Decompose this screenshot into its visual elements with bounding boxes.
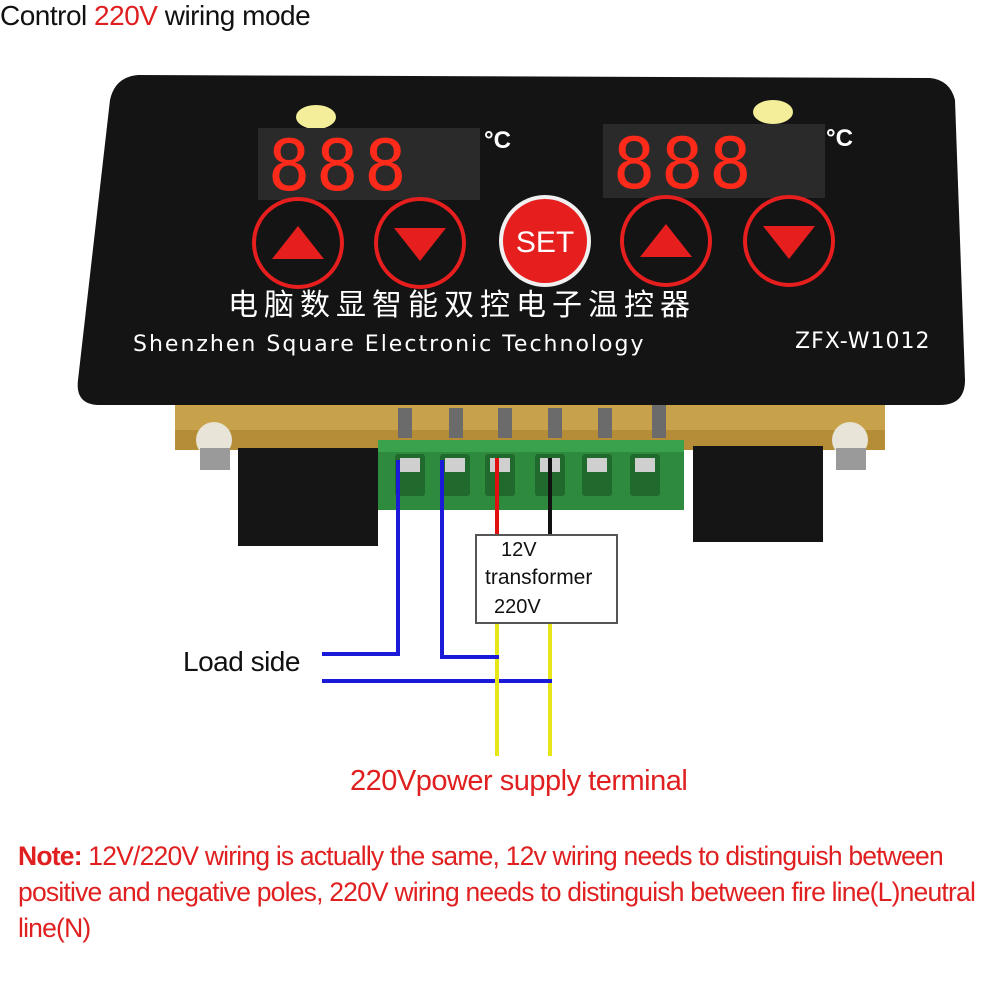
display-right-digits: 888	[613, 123, 757, 205]
left-down-button[interactable]	[374, 197, 466, 289]
note-text: 12V/220V wiring is actually the same, 12…	[18, 841, 976, 943]
relay-right	[693, 446, 823, 542]
load-side-label: Load side	[183, 646, 300, 677]
transformer-box: 12V transformer 220V	[475, 534, 618, 624]
note-prefix: Note:	[18, 841, 83, 871]
title-text-end: wiring mode	[157, 0, 311, 31]
title-voltage-highlight: 220V	[94, 0, 158, 31]
unit-left: °C	[484, 127, 511, 154]
up-arrow-icon	[272, 226, 324, 259]
unit-right: °C	[826, 125, 853, 152]
right-down-button[interactable]	[743, 195, 835, 287]
terminal-block	[378, 440, 684, 510]
transformer-output-voltage: 12V	[501, 539, 537, 561]
led-indicator-right	[753, 100, 793, 124]
display-left-window	[258, 128, 480, 200]
transformer-input-voltage: 220V	[494, 596, 541, 618]
display-left-digits: 888	[268, 125, 412, 207]
terminal-screws	[398, 402, 666, 438]
display-right-window	[603, 124, 825, 198]
right-up-button[interactable]	[620, 195, 712, 287]
led-indicator-left	[296, 105, 336, 129]
brand-text: Shenzhen Square Electronic Technology	[133, 332, 645, 357]
set-button[interactable]: SET	[499, 195, 591, 287]
wire-junctions	[495, 655, 552, 683]
up-arrow-icon	[640, 224, 692, 257]
note-paragraph: Note: 12V/220V wiring is actually the sa…	[18, 838, 993, 946]
pcb-board	[175, 395, 885, 470]
page-title: Control 220V wiring mode	[0, 0, 1000, 32]
power-supply-wires	[495, 624, 552, 756]
relay-left	[238, 448, 378, 546]
down-arrow-icon	[763, 226, 815, 259]
title-text-start: Control	[0, 0, 95, 31]
power-supply-label: 220Vpower supply terminal	[350, 765, 688, 797]
down-arrow-icon	[394, 228, 446, 261]
transformer-label: transformer	[485, 566, 593, 589]
load-wires	[322, 460, 550, 683]
set-button-label: SET	[516, 226, 574, 259]
chinese-product-name: 电脑数显智能双控电子温控器	[228, 288, 696, 323]
model-text: ZFX-W1012	[795, 329, 931, 354]
left-up-button[interactable]	[252, 197, 344, 289]
